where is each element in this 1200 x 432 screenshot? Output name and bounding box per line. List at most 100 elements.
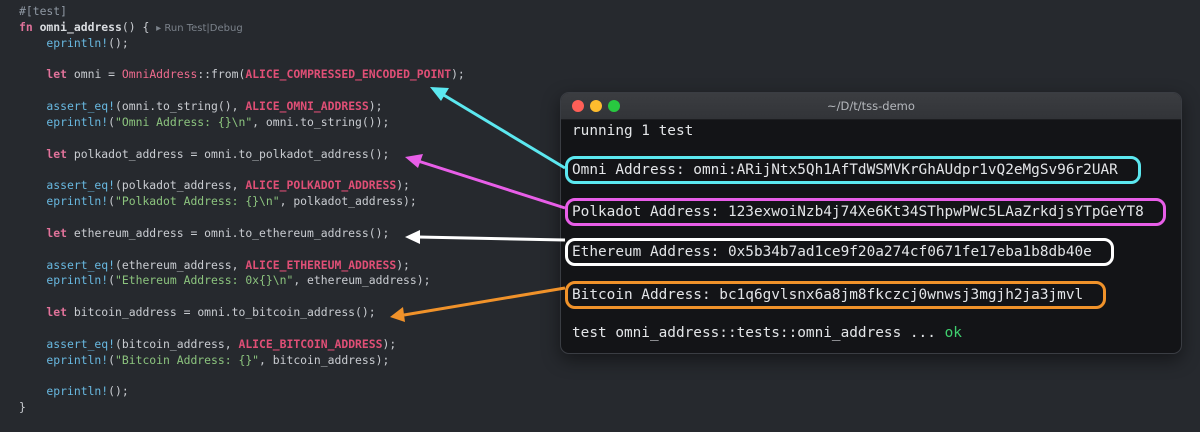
keyword-token: let: [19, 67, 74, 82]
code-line[interactable]: eprintln!("Omni Address: {}\n", omni.to_…: [19, 115, 389, 129]
code-token: }: [19, 400, 26, 415]
code-token: );: [451, 67, 465, 82]
code-token: ::from(: [197, 67, 246, 82]
code-token: (omni.to_string(),: [115, 99, 246, 114]
macro-token: assert_eq!: [19, 178, 116, 193]
macro-token: eprintln!: [19, 35, 109, 50]
constant-token: ALICE_COMPRESSED_ENCODED_POINT: [245, 67, 452, 82]
ethereum-arrow-shaft: [417, 235, 566, 242]
minimize-window-button[interactable]: [590, 100, 602, 112]
string-token: "Ethereum Address: 0x{}\n": [115, 273, 294, 288]
code-token: ();: [108, 384, 129, 399]
code-token: () {: [121, 19, 157, 34]
terminal-running-line: running 1 test: [572, 123, 694, 139]
ethereum-arrow: [405, 230, 566, 244]
polkadot-arrow-shaft: [417, 159, 566, 210]
maximize-window-button[interactable]: [608, 100, 620, 112]
code-line[interactable]: assert_eq!(omni.to_string(), ALICE_OMNI_…: [19, 99, 383, 114]
code-line[interactable]: eprintln!("Ethereum Address: 0x{}\n", et…: [19, 273, 430, 287]
code-token: (: [108, 194, 116, 209]
code-token: );: [396, 178, 410, 193]
ethereum-arrow-head: [405, 230, 420, 244]
keyword-token: fn: [19, 19, 40, 34]
keyword-token: let: [19, 225, 74, 240]
constant-token: ALICE_BITCOIN_ADDRESS: [238, 336, 383, 351]
function-name-token: omni_address: [39, 19, 122, 34]
polkadot-highlight-box: [565, 198, 1166, 226]
terminal-omni-address-line: Omni Address: omni:ARijNtx5Qh1AfTdWSMVKr…: [572, 162, 1118, 178]
bitcoin-arrow-head: [390, 307, 405, 322]
macro-token: eprintln!: [19, 384, 109, 399]
polkadot-arrow-head: [405, 154, 423, 168]
terminal-ethereum-address-line: Ethereum Address: 0x5b34b7ad1ce9f20a274c…: [572, 244, 1092, 260]
macro-token: assert_eq!: [19, 99, 116, 114]
bitcoin-highlight-box: [565, 281, 1106, 309]
terminal-polkadot-address-line: Polkadot Address: 123exwoiNzb4j74Xe6Kt34…: [572, 204, 1144, 220]
terminal-test-result-line: test omni_address::tests::omni_address .…: [572, 324, 962, 342]
code-line[interactable]: eprintln!();: [19, 384, 129, 399]
attribute-token: #[test]: [19, 4, 68, 18]
constant-token: ALICE_POLKADOT_ADDRESS: [245, 178, 397, 193]
code-token: bitcoin_address = omni.to_bitcoin_addres…: [73, 305, 376, 320]
terminal-window[interactable]: ~/D/t/tss-demo running 1 test Omni Addre…: [560, 92, 1182, 354]
code-token: , polkadot_address);: [279, 194, 417, 209]
keyword-token: let: [19, 305, 74, 320]
code-token: );: [368, 99, 383, 114]
code-line[interactable]: let omni = OmniAddress::from(ALICE_COMPR…: [19, 67, 465, 82]
code-line[interactable]: eprintln!("Polkadot Address: {}\n", polk…: [19, 194, 417, 209]
omni-arrow: [430, 87, 566, 170]
string-token: "Bitcoin Address: {}": [115, 352, 260, 367]
code-line[interactable]: fn omni_address() { ▸ Run Test|Debug: [19, 20, 243, 36]
code-token: (polkadot_address,: [115, 178, 246, 193]
code-token: );: [382, 336, 397, 351]
code-token: , omni.to_string());: [252, 114, 390, 129]
code-token: (ethereum_address,: [115, 257, 246, 272]
code-token: (: [108, 352, 116, 367]
code-line[interactable]: let bitcoin_address = omni.to_bitcoin_ad…: [19, 305, 376, 320]
macro-token: assert_eq!: [19, 257, 116, 272]
constant-token: ALICE_ETHEREUM_ADDRESS: [245, 257, 397, 272]
string-token: "Omni Address: {}\n": [115, 114, 253, 129]
code-token: (: [108, 273, 116, 288]
code-token: omni =: [73, 67, 122, 82]
code-line[interactable]: eprintln!();: [19, 35, 129, 50]
ethereum-highlight-box: [565, 238, 1114, 266]
code-line[interactable]: assert_eq!(polkadot_address, ALICE_POLKA…: [19, 178, 410, 192]
terminal-title: ~/D/t/tss-demo: [827, 99, 915, 113]
code-token: (: [108, 114, 116, 129]
code-token: , ethereum_address);: [293, 273, 431, 288]
terminal-titlebar[interactable]: ~/D/t/tss-demo: [561, 93, 1181, 120]
code-token: , bitcoin_address);: [259, 352, 390, 367]
constant-token: ALICE_OMNI_ADDRESS: [245, 99, 369, 114]
macro-token: eprintln!: [19, 352, 109, 367]
code-line[interactable]: let ethereum_address = omni.to_ethereum_…: [19, 226, 389, 240]
code-token: (bitcoin_address,: [115, 336, 239, 351]
terminal-bitcoin-address-line: Bitcoin Address: bc1q6gvlsnx6a8jm8fkczcj…: [572, 287, 1084, 303]
bitcoin-arrow-shaft: [403, 286, 566, 317]
polkadot-arrow: [405, 154, 566, 210]
macro-token: eprintln!: [19, 114, 109, 129]
omni-arrow-shaft: [441, 92, 566, 170]
omni-highlight-box: [565, 156, 1141, 184]
code-line[interactable]: let polkadot_address = omni.to_polkadot_…: [19, 147, 389, 161]
code-line[interactable]: eprintln!("Bitcoin Address: {}", bitcoin…: [19, 353, 389, 367]
close-window-button[interactable]: [572, 100, 584, 112]
macro-token: eprintln!: [19, 273, 109, 288]
test-result-prefix: test omni_address::tests::omni_address .…: [572, 325, 945, 341]
string-token: "Polkadot Address: {}\n": [115, 194, 280, 209]
macro-token: eprintln!: [19, 194, 109, 209]
run-test-code-lens[interactable]: ▸ Run Test|Debug: [156, 22, 243, 34]
code-line[interactable]: assert_eq!(ethereum_address, ALICE_ETHER…: [19, 258, 410, 272]
code-line[interactable]: assert_eq!(bitcoin_address, ALICE_BITCOI…: [19, 337, 396, 351]
test-result-ok: ok: [944, 325, 962, 341]
code-token: polkadot_address = omni.to_polkadot_addr…: [73, 146, 390, 161]
code-line[interactable]: #[test]: [19, 4, 67, 18]
code-line[interactable]: }: [19, 400, 26, 414]
code-token: ethereum_address = omni.to_ethereum_addr…: [73, 225, 390, 240]
type-token: OmniAddress: [121, 67, 198, 82]
macro-token: assert_eq!: [19, 336, 116, 351]
omni-arrow-head: [430, 87, 449, 101]
code-token: ();: [108, 35, 129, 50]
